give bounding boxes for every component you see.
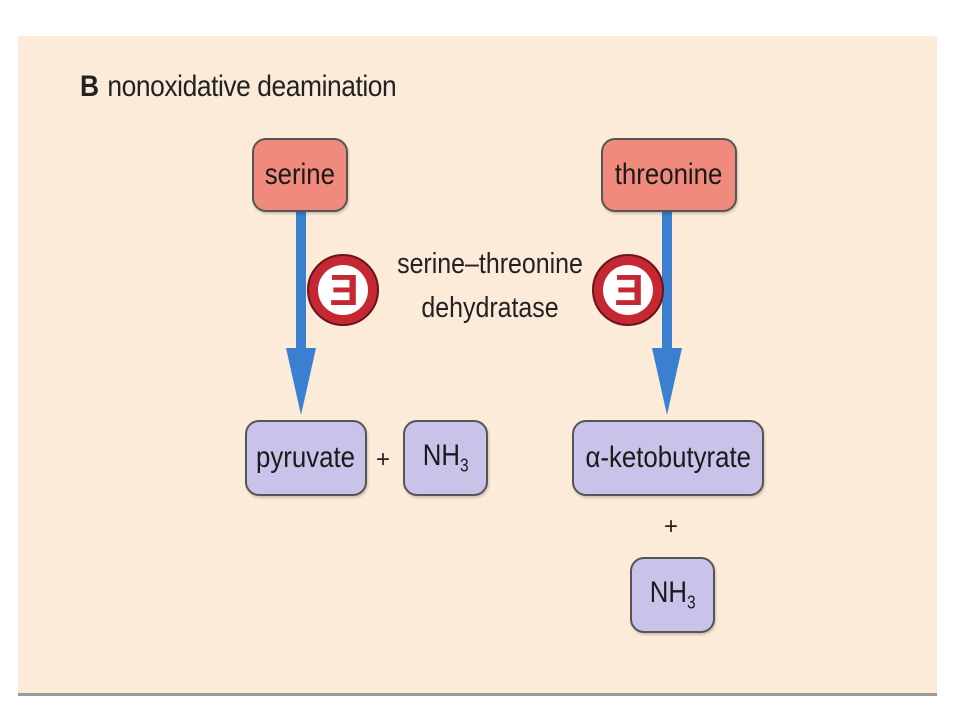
diagram-panel [18, 36, 937, 696]
enzyme-icon: E [307, 254, 379, 326]
reactant-serine: serine [252, 138, 348, 212]
arrow-down-icon [286, 210, 316, 415]
svg-text:E: E [329, 266, 358, 315]
heading-text: nonoxidative deamination [107, 70, 397, 103]
product-ammonia: NH3 [403, 420, 488, 496]
plus-sign: + [664, 513, 679, 540]
plus-sign: + [376, 446, 391, 473]
arrow-down-icon [652, 210, 682, 415]
reactant-threonine: threonine [601, 138, 737, 212]
svg-text:E: E [614, 266, 643, 315]
panel-letter: B [80, 70, 99, 103]
enzyme-icon: E [592, 254, 664, 326]
product-ammonia: NH3 [630, 557, 715, 633]
enzyme-name: serine–threonine dehydratase [397, 248, 583, 324]
product-alpha-ketobutyrate: α-ketobutyrate [572, 420, 764, 496]
product-pyruvate: pyruvate [245, 420, 367, 496]
